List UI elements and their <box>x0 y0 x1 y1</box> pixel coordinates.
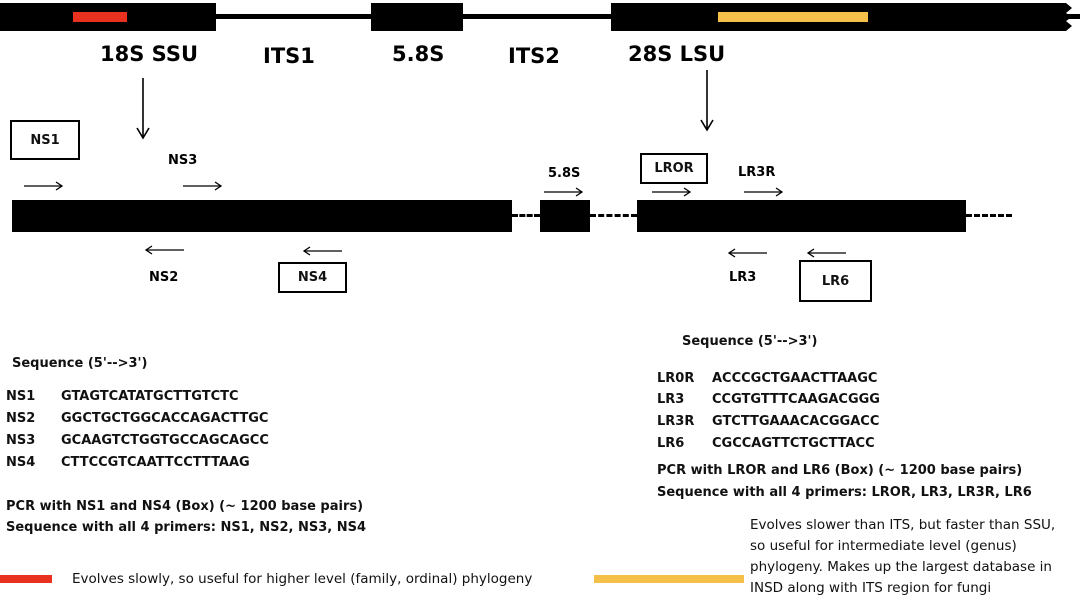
primer-name: LR6 <box>657 436 685 451</box>
legend-yellow-text: Evolves slower than ITS, but faster than… <box>750 515 1080 599</box>
ns1-forward-arrow <box>24 181 64 191</box>
ns2-reverse-arrow <box>144 245 184 255</box>
right-sequence-row: LR3 CCGTGTTTCAAGACGGG <box>657 392 880 407</box>
s58-forward-arrow <box>544 187 584 197</box>
legend-yellow-line: so useful for intermediate level (genus) <box>750 538 1017 554</box>
primer-sequence: CCGTGTTTCAAGACGGG <box>712 392 880 407</box>
right-sequence-title: Sequence (5'-->3') <box>682 334 818 349</box>
right-sequence-row: LR6 CGCCAGTTCTGCTTACC <box>657 436 875 451</box>
legend-red-text: Evolves slowly, so useful for higher lev… <box>72 571 533 587</box>
primer-sequence: CTTCCGTCAATTCCTTTAAG <box>61 455 250 470</box>
left-sequence-title: Sequence (5'-->3') <box>12 356 148 371</box>
left-sequence-note: Sequence with all 4 primers: NS1, NS2, N… <box>6 520 367 535</box>
lsu-marker <box>718 12 868 22</box>
lr3r-label: LR3R <box>738 165 776 180</box>
s58-block <box>371 3 463 31</box>
legend-yellow-line: phylogeny. Makes up the largest database… <box>750 559 1052 575</box>
legend-red-swatch <box>0 575 52 583</box>
region-label-58s: 5.8S <box>392 42 445 66</box>
legend-yellow-line: INSD along with ITS region for fungi <box>750 580 992 596</box>
primer-name: LR0R <box>657 371 695 386</box>
lsu-down-arrow <box>700 70 714 132</box>
primer-name: LR3R <box>657 414 695 429</box>
right-pcr-note: PCR with LROR and LR6 (Box) (~ 1200 base… <box>657 463 1023 478</box>
ns4-reverse-arrow <box>302 246 342 256</box>
legend-yellow-swatch <box>594 575 744 583</box>
lr6-box: LR6 <box>799 260 872 302</box>
ns3-label: NS3 <box>168 153 198 168</box>
region-label-lsu: 28S LSU <box>628 42 726 66</box>
lr3-reverse-arrow <box>727 248 767 258</box>
ns1-box: NS1 <box>10 120 80 160</box>
left-pcr-note: PCR with NS1 and NS4 (Box) (~ 1200 base … <box>6 499 364 514</box>
primer-sequence: GTCTTGAAACACGGACC <box>712 414 880 429</box>
its2-dashed-line <box>590 214 637 217</box>
its1-dashed-line <box>512 214 540 217</box>
ns3-forward-arrow <box>183 181 223 191</box>
legend-yellow-line: Evolves slower than ITS, but faster than… <box>750 517 1056 533</box>
ssu-marker <box>73 12 127 22</box>
region-label-its1: ITS1 <box>263 44 315 68</box>
region-label-its2: ITS2 <box>508 44 560 68</box>
primer-name: NS2 <box>6 411 36 426</box>
primer-name: LR3 <box>657 392 685 407</box>
primer-name: NS1 <box>6 389 36 404</box>
ns4-box: NS4 <box>278 262 347 293</box>
gene-backbone-line <box>0 14 1080 19</box>
right-sequence-note: Sequence with all 4 primers: LROR, LR3, … <box>657 485 1032 500</box>
primer-sequence: GTAGTCATATGCTTGTCTC <box>61 389 239 404</box>
primer-sequence: GCAAGTCTGGTGCCAGCAGCC <box>61 433 269 448</box>
lr3-label: LR3 <box>729 270 757 285</box>
primer-name: NS3 <box>6 433 36 448</box>
region-label-ssu: 18S SSU <box>100 42 199 66</box>
lsu-gene-bar <box>637 200 966 232</box>
right-sequence-row: LR0R ACCCGCTGAACTTAAGC <box>657 371 877 386</box>
s58-label: 5.8S <box>548 166 581 181</box>
left-sequence-row: NS1 GTAGTCATATGCTTGTCTC <box>6 389 239 404</box>
primer-sequence: ACCCGCTGAACTTAAGC <box>712 371 878 386</box>
ns2-label: NS2 <box>149 270 179 285</box>
right-sequence-row: LR3R GTCTTGAAACACGGACC <box>657 414 879 429</box>
lr6-reverse-arrow <box>806 248 846 258</box>
s58-gene-bar <box>540 200 590 232</box>
ssu-gene-bar <box>12 200 512 232</box>
lror-forward-arrow <box>652 187 692 197</box>
primer-sequence: GGCTGCTGGCACCAGACTTGC <box>61 411 269 426</box>
primer-name: NS4 <box>6 455 36 470</box>
lror-box: LROR <box>640 153 708 184</box>
ssu-down-arrow <box>136 78 150 140</box>
left-sequence-row: NS3 GCAAGTCTGGTGCCAGCAGCC <box>6 433 269 448</box>
lsu-tail-dashed-line <box>966 214 1012 217</box>
primer-sequence: CGCCAGTTCTGCTTACC <box>712 436 875 451</box>
lr3r-forward-arrow <box>744 187 784 197</box>
left-sequence-row: NS2 GGCTGCTGGCACCAGACTTGC <box>6 411 268 426</box>
left-sequence-row: NS4 CTTCCGTCAATTCCTTTAAG <box>6 455 250 470</box>
